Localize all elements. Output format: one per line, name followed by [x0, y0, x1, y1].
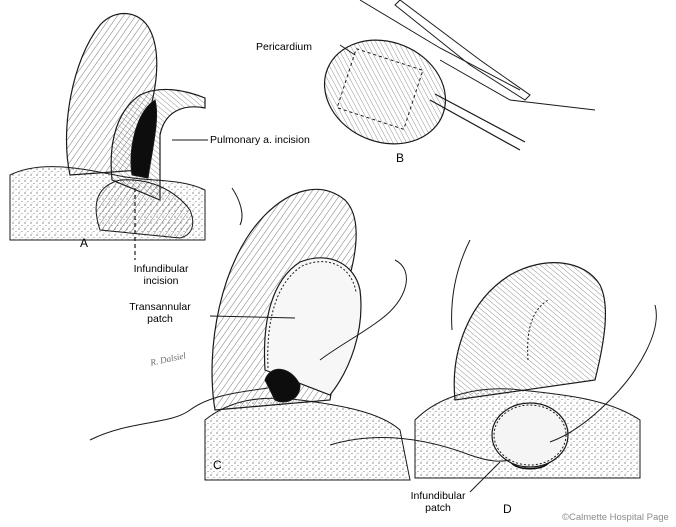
panel-c-heart	[89, 188, 411, 481]
infundibular-patch-label-line1: Infundibular	[410, 490, 466, 502]
watermark: ©Calmette Hospital Page	[562, 512, 669, 523]
outline-stroke	[451, 239, 471, 331]
pulmonary-incision-label: Pulmonary a. incision	[210, 134, 310, 146]
infundibular-incision-label-line1: Infundibular	[133, 263, 189, 275]
outline-stroke	[231, 187, 243, 226]
infundibular-incision-label-line2: incision	[143, 275, 179, 287]
panel-label-c: C	[213, 458, 222, 472]
infundibular-patch-label: Infundibular patch	[405, 490, 471, 514]
panel-label-b: B	[396, 151, 405, 165]
panel-a-heart	[9, 12, 208, 260]
infundibular-incision-label: Infundibular incision	[131, 263, 191, 287]
panel-b-pericardium	[323, 0, 596, 151]
panel-label-a: A	[80, 236, 89, 250]
pericardium-label: Pericardium	[256, 41, 313, 53]
infundibular-patch-label-line2: patch	[425, 502, 451, 514]
panel-label-d: D	[503, 502, 512, 516]
panel-d-heart	[329, 262, 657, 493]
transannular-patch-label-line1: Transannular	[129, 301, 191, 313]
transannular-patch-label: Transannular patch	[126, 301, 194, 325]
transannular-patch-label-line2: patch	[147, 313, 173, 325]
